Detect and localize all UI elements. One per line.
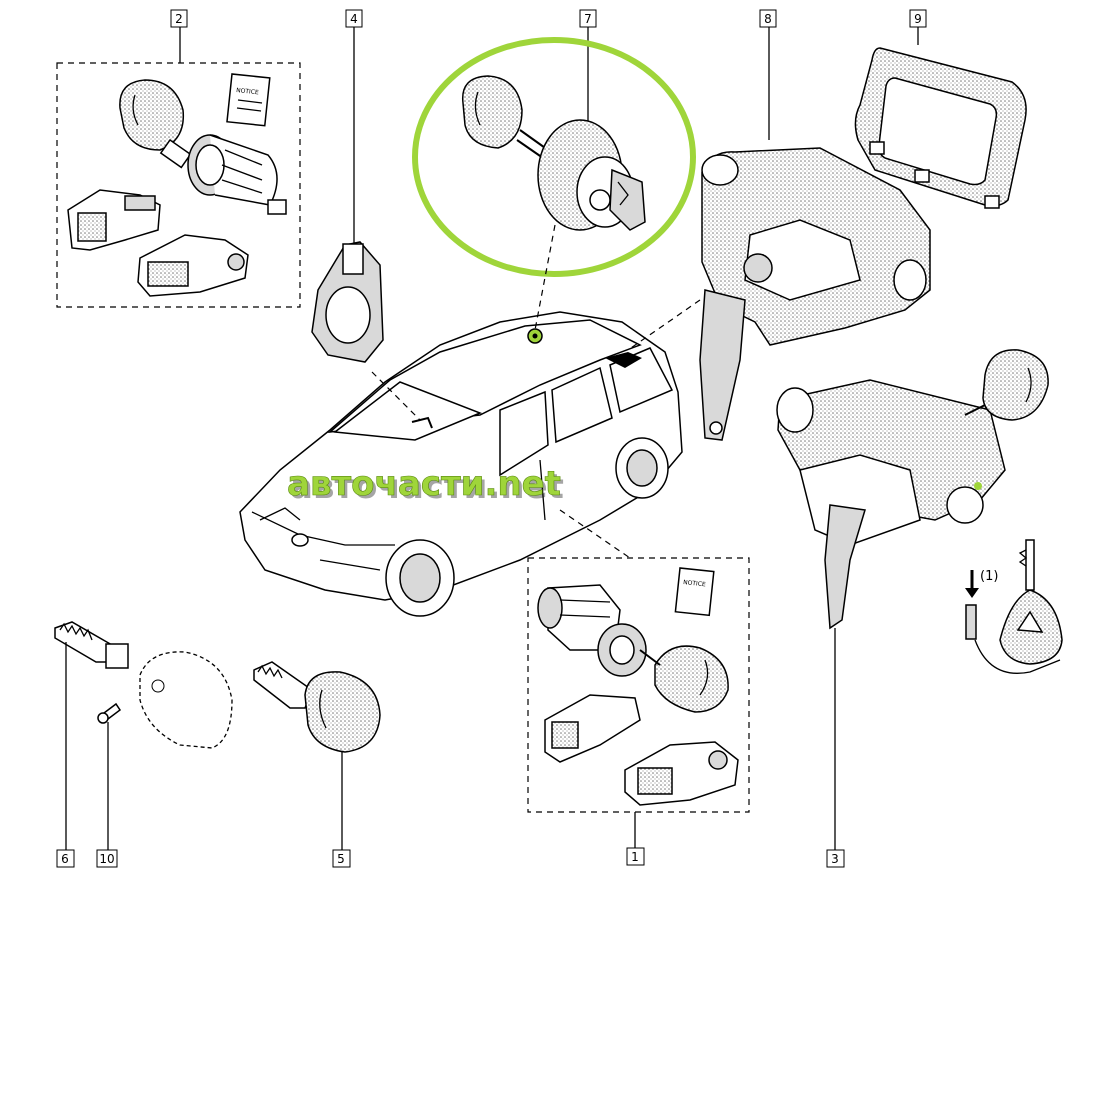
kit-door-booklet-icon: NOTICE: [674, 567, 715, 617]
part-7-tailgate-lock-cylinder: 7: [412, 9, 696, 277]
part-9-lock-gasket: 9: [854, 9, 1027, 209]
part-label-7: 7: [584, 12, 592, 26]
cylinder-key-icon: [461, 75, 549, 159]
kit-bracket-lower-icon: [137, 234, 249, 297]
kit-door-key-icon: [639, 645, 729, 713]
kit-lock-cylinder-icon: [187, 134, 287, 215]
kit-notice-label: NOTICE: [236, 87, 259, 96]
highlight-circle: [412, 37, 696, 277]
footnote-marker: (1): [980, 569, 998, 584]
part-2-ignition-lock-kit: NOTICE 2: [56, 9, 301, 308]
car-body: [239, 311, 683, 617]
kit-door-cylinder-icon: [537, 584, 647, 677]
lock-key-icon: [964, 349, 1049, 421]
kit-door-notice-label: NOTICE: [683, 579, 706, 588]
part-label-3: 3: [831, 852, 839, 866]
part-10-key-screw: 10: [96, 651, 233, 868]
part-4-steering-lock-ring: 4: [311, 9, 384, 363]
part-8-tailgate-lock-mechanism: 8: [699, 9, 931, 441]
part-3-lock-assembly: 3: [776, 349, 1049, 868]
part-label-5: 5: [337, 852, 345, 866]
leader-lines: [371, 224, 701, 559]
kit-key-icon: [119, 79, 192, 169]
part-6-key-blade: 6: [54, 621, 129, 868]
part-5-key: 5: [253, 661, 381, 868]
part-label-6: 6: [61, 852, 69, 866]
watermark-text: авточасти.net: [287, 464, 561, 504]
watermark-shadow: авточасти.net: [290, 467, 564, 507]
part-label-10: 10: [99, 852, 114, 866]
part-label-2: 2: [175, 12, 183, 26]
part-1-door-lock-kit: NOTICE 1: [527, 557, 750, 866]
footnote-key: (1): [965, 539, 1063, 674]
part-label-8: 8: [764, 12, 772, 26]
part-label-1: 1: [631, 850, 639, 864]
part-label-4: 4: [350, 12, 358, 26]
cylinder-body-icon: [537, 119, 646, 231]
kit-door-bracket-lower-icon: [624, 741, 739, 806]
kit-bracket-upper-icon: [67, 189, 161, 251]
kit-door-bracket-upper-icon: [544, 694, 641, 763]
kit-notice-booklet-icon: NOTICE: [226, 73, 271, 127]
part-label-9: 9: [914, 12, 922, 26]
watermark: авточасти.net авточасти.net: [287, 464, 564, 507]
